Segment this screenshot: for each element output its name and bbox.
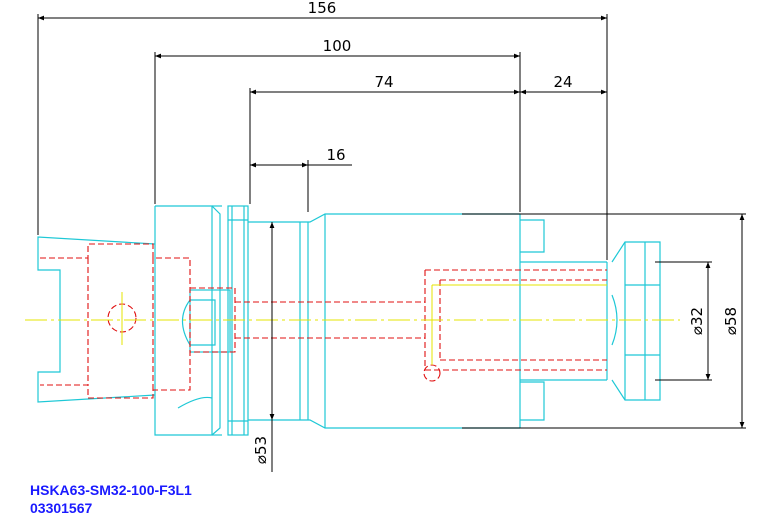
- drive-pocket: [181, 299, 216, 346]
- dim-text-58: ⌀58: [722, 307, 740, 335]
- dim-text-100: 100: [323, 37, 352, 55]
- body-nose: [520, 381, 545, 421]
- hidden-lines: [40, 243, 607, 399]
- dim-text-32: ⌀32: [688, 307, 706, 335]
- dim-text-74: 74: [374, 73, 393, 91]
- hsk-shank-outline: [37, 236, 156, 403]
- body-nose: [520, 219, 545, 253]
- extension-lines: [37, 14, 746, 429]
- dim-text-24: 24: [553, 73, 572, 91]
- neck-outline: [248, 213, 520, 223]
- dim-text-53: ⌀53: [252, 436, 270, 464]
- flange-step: [211, 205, 221, 436]
- nut-outline: [611, 241, 661, 401]
- part-name-label: HSKA63-SM32-100-F3L1: [30, 482, 192, 498]
- hsk-bore-hidden: [40, 243, 191, 399]
- drive-screw: [189, 289, 231, 353]
- dimension-lines: [38, 15, 745, 472]
- flange-slot: [177, 396, 213, 409]
- dim-text-16: 16: [326, 146, 345, 164]
- set-screw-hidden: [423, 364, 441, 382]
- centerlines: [25, 284, 680, 365]
- neck-outline: [248, 419, 520, 429]
- part-number-label: 03301567: [30, 500, 93, 516]
- nut-chamfer: [611, 294, 618, 346]
- dim-text-156: 156: [308, 0, 337, 17]
